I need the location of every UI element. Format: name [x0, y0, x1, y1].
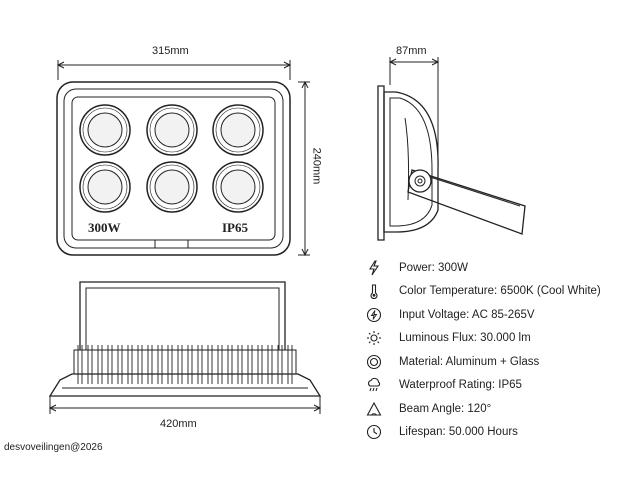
- watermark-text: desvoveilingen@2026: [4, 442, 103, 453]
- lens-6: [212, 161, 264, 213]
- front-width-dimension: [56, 60, 292, 80]
- beam-triangle-icon: [366, 401, 382, 417]
- front-power-label: 300W: [88, 220, 121, 235]
- side-depth-label: 87mm: [396, 45, 427, 57]
- front-lenses: [79, 104, 264, 213]
- front-height-dimension: [298, 80, 310, 257]
- lens-1: [79, 104, 131, 156]
- sun-icon: [366, 330, 382, 346]
- bottom-view: [48, 281, 322, 414]
- bottom-width-label: 420mm: [160, 418, 197, 430]
- side-depth-dimension: [388, 57, 440, 172]
- thermometer-icon: [366, 283, 382, 300]
- spec-input-voltage: Input Voltage: AC 85-265V: [362, 303, 632, 327]
- front-view: [56, 81, 291, 256]
- spec-material: Material: Aluminum + Glass: [362, 350, 632, 374]
- lens-4: [79, 161, 131, 213]
- spec-beam-angle: Beam Angle: 120°: [362, 397, 632, 421]
- spec-list: Power: 300W Color Temperature: 6500K (Co…: [362, 256, 632, 444]
- material-ring-icon: [366, 354, 382, 370]
- lens-5: [146, 161, 198, 213]
- lens-3: [212, 104, 264, 156]
- bottom-width-dimension: [48, 396, 322, 414]
- side-view: [377, 85, 526, 241]
- spec-power: Power: 300W: [362, 256, 632, 280]
- lightning-icon: [366, 260, 382, 276]
- spec-luminous-flux: Luminous Flux: 30.000 lm: [362, 327, 632, 351]
- spec-lifespan: Lifespan: 50.000 Hours: [362, 421, 632, 445]
- spec-waterproof-rating: Waterproof Rating: IP65: [362, 374, 632, 398]
- lens-2: [146, 104, 198, 156]
- spec-color-temperature: Color Temperature: 6500K (Cool White): [362, 280, 632, 304]
- front-rating-label: IP65: [222, 220, 248, 235]
- front-width-label: 315mm: [152, 45, 189, 57]
- clock-icon: [366, 424, 382, 440]
- heat-sink-fins: [77, 345, 293, 384]
- voltage-circle-icon: [366, 307, 382, 323]
- rain-cloud-icon: [366, 377, 382, 393]
